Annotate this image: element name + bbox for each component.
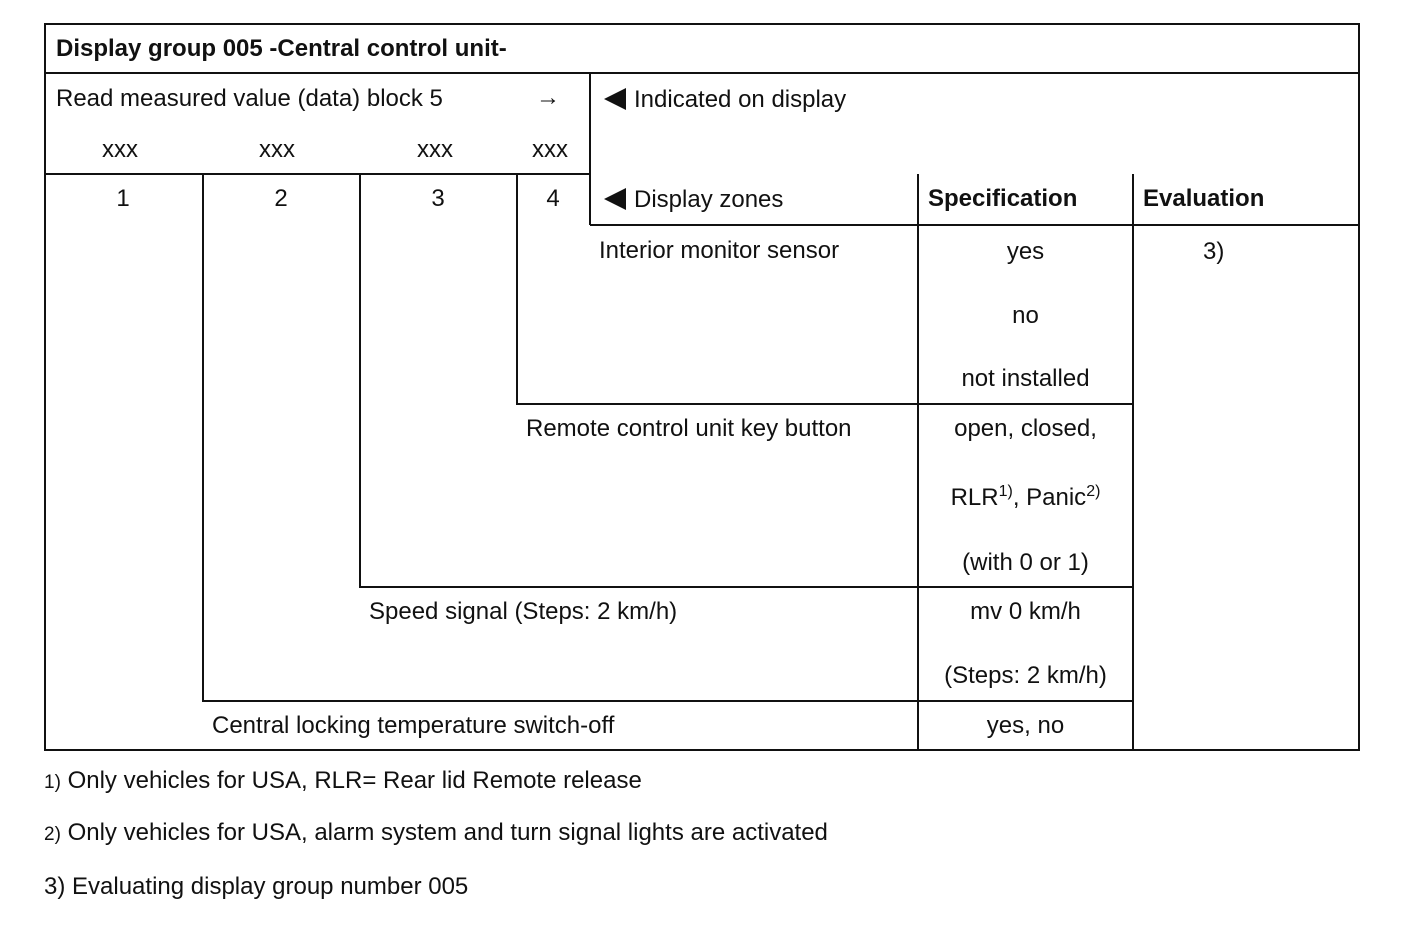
evaluation-ref: 3) bbox=[1203, 238, 1225, 265]
placeholder-2: xxx bbox=[259, 136, 295, 163]
column-number-2: 2 bbox=[274, 185, 288, 212]
footnote-mark: 2) bbox=[44, 824, 61, 845]
spec-no: no bbox=[1012, 302, 1039, 329]
divider bbox=[590, 224, 1360, 226]
footnote-text: Evaluating display group number 005 bbox=[72, 873, 469, 900]
footnote-3: 3) Evaluating display group number 005 bbox=[44, 873, 468, 901]
divider bbox=[1132, 174, 1134, 751]
zone-speed-signal: Speed signal (Steps: 2 km/h) bbox=[369, 598, 678, 625]
footnote-text: Only vehicles for USA, alarm system and … bbox=[67, 819, 828, 846]
display-zones-label: Display zones bbox=[634, 186, 784, 213]
read-block-label: Read measured value (data) block 5 bbox=[56, 85, 443, 112]
spec-steps: (Steps: 2 km/h) bbox=[944, 662, 1107, 689]
table-title: Display group 005 -Central control unit- bbox=[56, 35, 507, 62]
footnote-mark: 3) bbox=[44, 873, 66, 900]
spec-with-0-or-1: (with 0 or 1) bbox=[962, 549, 1089, 576]
placeholder-1: xxx bbox=[102, 136, 138, 163]
column-number-4: 4 bbox=[546, 185, 560, 212]
indicated-label: Indicated on display bbox=[634, 86, 847, 113]
spec-yes: yes bbox=[1006, 238, 1045, 265]
column-number-1: 1 bbox=[116, 185, 130, 212]
divider bbox=[202, 174, 204, 701]
specification-header: Specification bbox=[928, 185, 1078, 212]
spec-open-closed: open, closed, bbox=[954, 415, 1097, 442]
spec-yes-no: yes, no bbox=[986, 712, 1065, 739]
zone-central-locking: Central locking temperature switch-off bbox=[212, 712, 615, 739]
zone-remote-control: Remote control unit key button bbox=[526, 415, 852, 442]
placeholder-3: xxx bbox=[417, 136, 453, 163]
placeholder-4: xxx bbox=[532, 136, 568, 163]
spec-not-installed: not installed bbox=[961, 365, 1090, 392]
evaluation-header: Evaluation bbox=[1143, 185, 1265, 212]
footnote-text: Only vehicles for USA, RLR= Rear lid Rem… bbox=[67, 767, 642, 794]
footnote-2: 2) Only vehicles for USA, alarm system a… bbox=[44, 819, 828, 849]
divider bbox=[359, 586, 1133, 588]
pointer-triangle-icon bbox=[604, 88, 626, 110]
pointer-triangle-icon bbox=[604, 188, 626, 210]
divider bbox=[44, 173, 590, 175]
spec-mv-0: mv 0 km/h bbox=[970, 598, 1081, 625]
divider bbox=[516, 403, 1133, 405]
right-arrow-icon: → bbox=[536, 84, 560, 111]
divider bbox=[589, 73, 591, 225]
divider bbox=[516, 174, 518, 404]
divider bbox=[917, 174, 919, 751]
divider bbox=[202, 700, 1133, 702]
display-zones-header: Display zones bbox=[604, 186, 783, 214]
divider bbox=[44, 72, 1360, 74]
footnote-1: 1) Only vehicles for USA, RLR= Rear lid … bbox=[44, 767, 642, 797]
divider bbox=[359, 174, 361, 587]
footnote-mark: 1) bbox=[44, 772, 61, 793]
column-number-3: 3 bbox=[431, 185, 445, 212]
data-table bbox=[44, 23, 1360, 751]
indicated-row: Indicated on display bbox=[604, 86, 846, 114]
spec-rlr-panic: RLR1), Panic2) bbox=[950, 483, 1101, 512]
zone-interior-monitor: Interior monitor sensor bbox=[599, 237, 840, 264]
